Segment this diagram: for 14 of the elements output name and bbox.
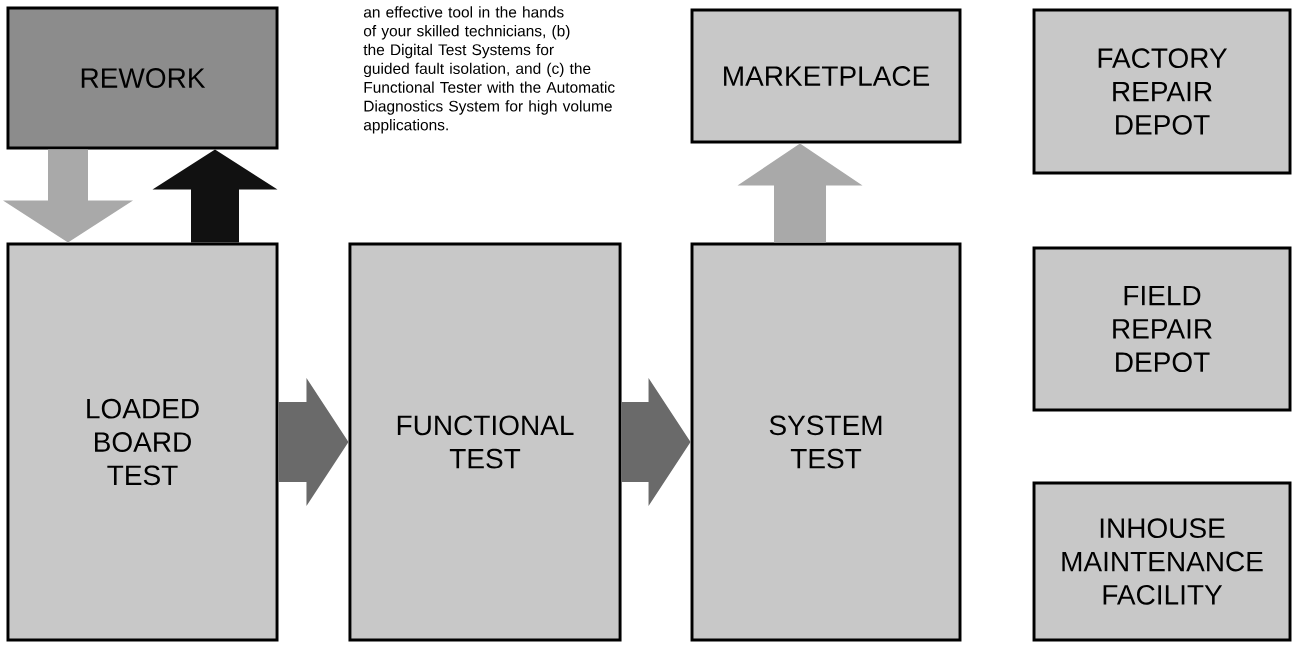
block-arrow	[621, 378, 691, 506]
block-arrow	[278, 378, 349, 506]
process-box: FIELD REPAIR DEPOT	[1032, 246, 1292, 412]
process-box: FACTORY REPAIR DEPOT	[1032, 8, 1292, 175]
block-arrow	[152, 149, 278, 243]
process-box: SYSTEM TEST	[690, 242, 962, 642]
block-arrow	[737, 143, 863, 243]
block-arrow	[3, 149, 133, 243]
process-box: INHOUSE MAINTENANCE FACILITY	[1032, 481, 1292, 642]
process-box: FUNCTIONAL TEST	[348, 242, 622, 642]
caption-text: an effective tool in the hands of your skilled technicians, (b) the Digital Test Systems for guided fault isolation, and (c) the Functional Tester with the Automatic Diagnostics System for high volume applications.	[363, 6, 615, 134]
process-box: MARKETPLACE	[690, 8, 962, 144]
process-box: REWORK	[6, 6, 279, 150]
process-box: LOADED BOARD TEST	[6, 242, 279, 642]
